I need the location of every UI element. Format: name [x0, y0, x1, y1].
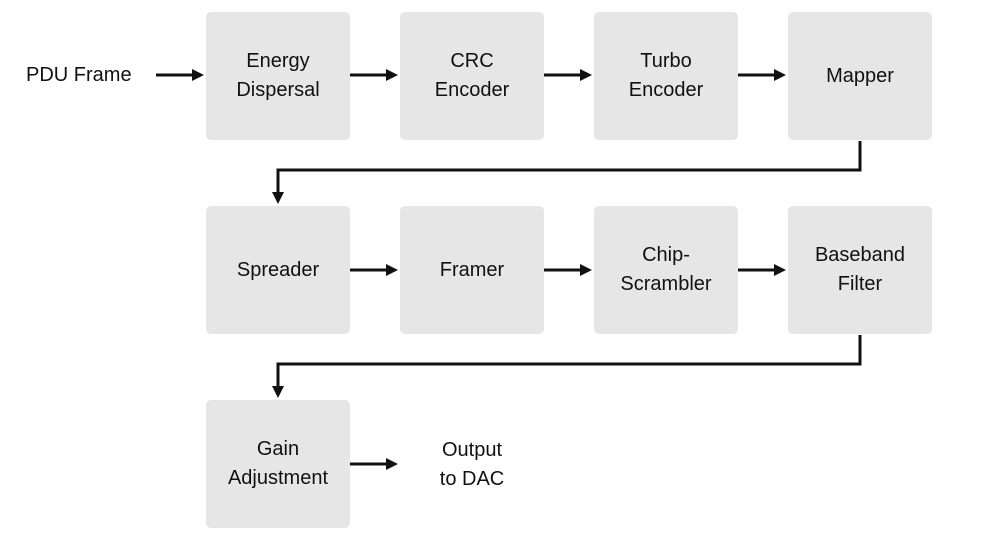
- arrow-spreader-to-framer: [350, 264, 398, 276]
- arrow-framer-to-chip-scrambler: [544, 264, 592, 276]
- block-energy-dispersal: Energy Dispersal: [206, 12, 350, 140]
- block-spreader: Spreader: [206, 206, 350, 334]
- arrow-energy-dispersal-to-crc-encoder: [350, 69, 398, 81]
- block-mapper: Mapper: [788, 12, 932, 140]
- arrow-mapper-to-spreader: [272, 141, 862, 204]
- arrow-gain-adjustment-to-output: [350, 458, 398, 470]
- arrow-input-to-energy-dispersal: [156, 69, 204, 81]
- block-baseband-filter: Baseband Filter: [788, 206, 932, 334]
- arrow-crc-encoder-to-turbo-encoder: [544, 69, 592, 81]
- block-crc-encoder: CRC Encoder: [400, 12, 544, 140]
- block-chip-scrambler: Chip- Scrambler: [594, 206, 738, 334]
- arrow-turbo-encoder-to-mapper: [738, 69, 786, 81]
- arrow-baseband-filter-to-gain-adjustment: [272, 335, 862, 398]
- block-framer: Framer: [400, 206, 544, 334]
- arrow-chip-scrambler-to-baseband-filter: [738, 264, 786, 276]
- input-label-pdu-frame: PDU Frame: [26, 64, 132, 86]
- output-label-to-dac: Output to DAC: [439, 439, 505, 490]
- block-gain-adjustment: Gain Adjustment: [206, 400, 350, 528]
- block-turbo-encoder: Turbo Encoder: [594, 12, 738, 140]
